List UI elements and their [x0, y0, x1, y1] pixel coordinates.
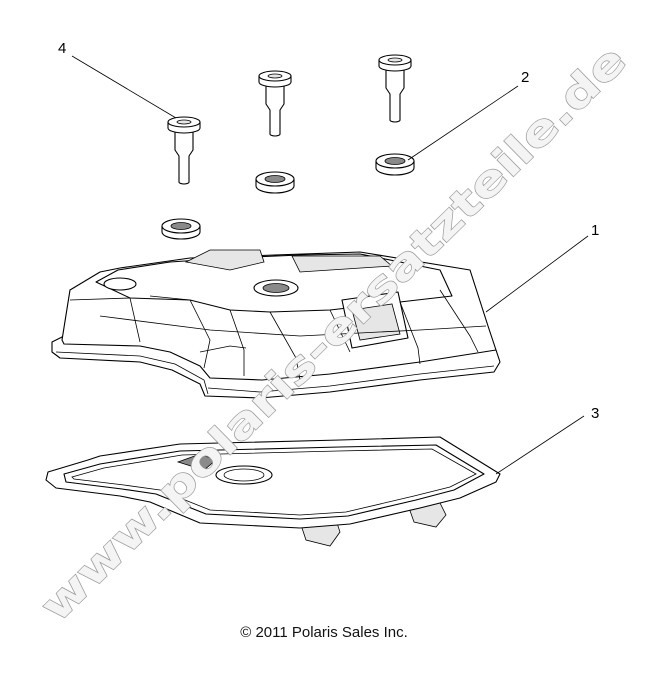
shoulder-bolt-left	[167, 116, 201, 185]
leader-line-4	[71, 55, 177, 119]
seal-washer-middle	[255, 171, 295, 194]
callout-4: 4	[58, 40, 66, 57]
copyright-notice: © 2011 Polaris Sales Inc.	[240, 624, 408, 641]
leader-line-3	[495, 415, 585, 475]
valve-cover	[51, 249, 501, 399]
seal-washer-rear	[375, 153, 415, 176]
callout-1: 1	[591, 222, 599, 239]
seal-washer-front	[161, 218, 201, 240]
leader-line-1	[485, 235, 589, 313]
leader-line-2	[407, 85, 519, 161]
shoulder-bolt-right	[378, 54, 412, 123]
callout-2: 2	[521, 69, 529, 86]
shoulder-bolt-middle	[258, 70, 292, 137]
valve-cover-gasket	[45, 436, 501, 547]
callout-3: 3	[591, 405, 599, 422]
